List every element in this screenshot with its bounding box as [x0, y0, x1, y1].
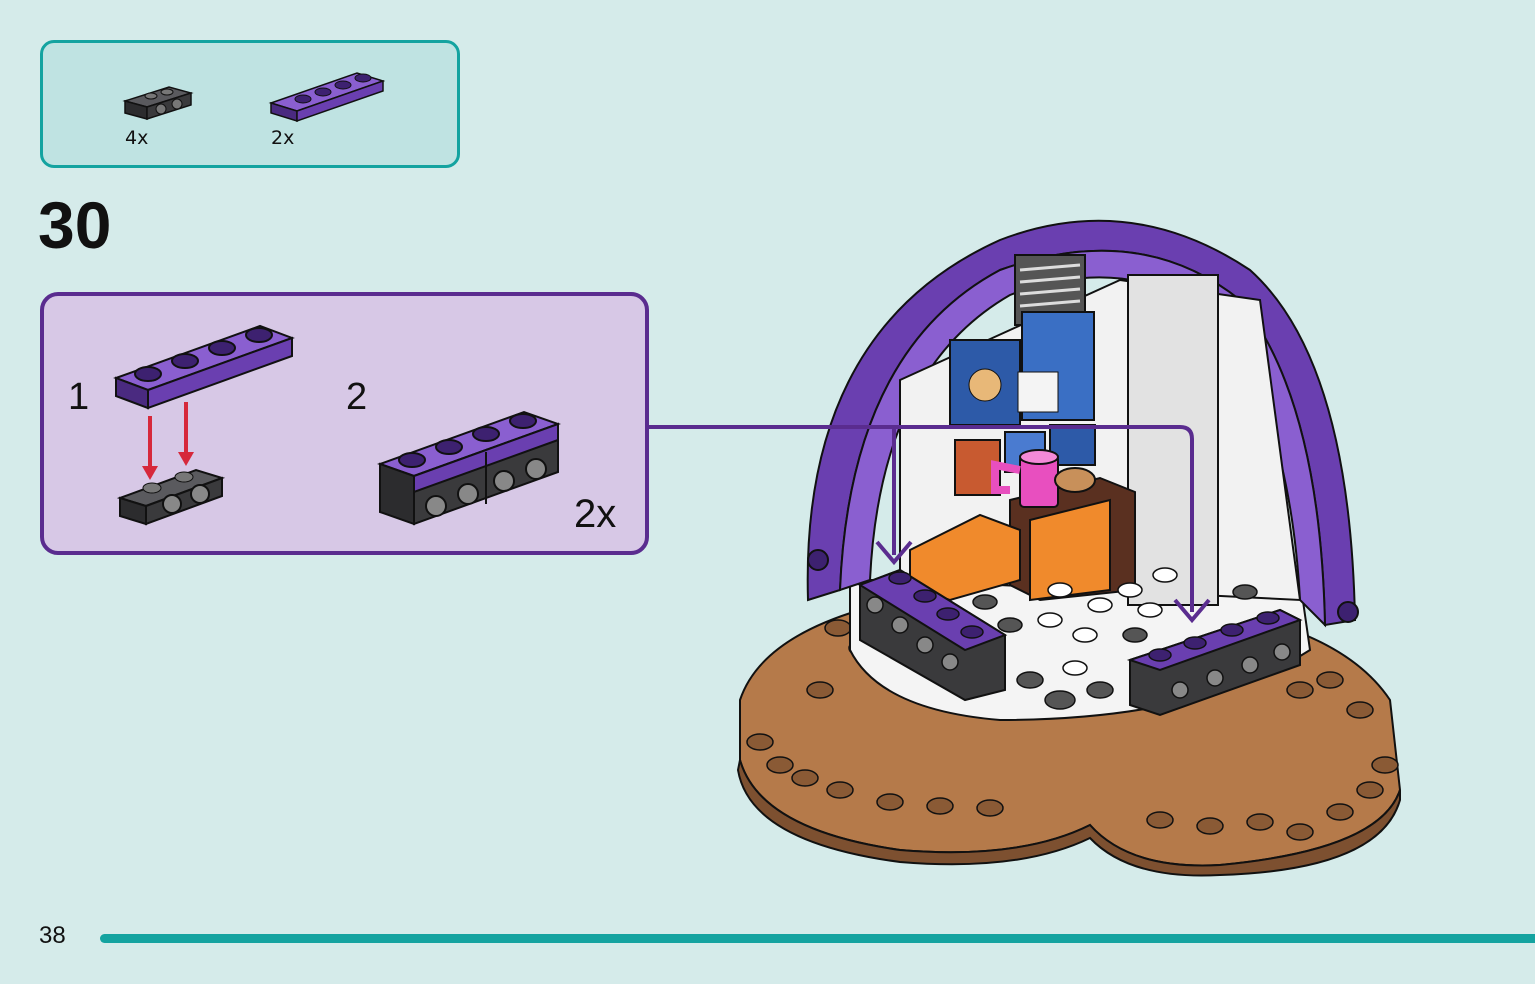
page-number: 38: [39, 922, 66, 949]
step-number: 30: [38, 188, 112, 262]
sub-step-number: 2: [346, 376, 368, 418]
part-purple-plate: 2x: [267, 65, 385, 149]
part-quantity: 2x: [271, 127, 295, 149]
parts-list-box: 4x 2x: [40, 40, 460, 168]
purple-plate-icon: [268, 72, 385, 123]
sub-step-number: 1: [68, 376, 90, 418]
black-bracket-icon: [122, 86, 194, 121]
sub-assembly-callout: 1 2 2x: [40, 292, 649, 555]
sub-assembly-multiplier: 2x: [574, 492, 617, 536]
page-progress-bar: [100, 934, 1535, 943]
sub-step-1-illustration: [113, 324, 295, 526]
sub-step-2-illustration: [377, 410, 561, 526]
part-quantity: 4x: [125, 127, 149, 149]
part-black-bracket: 4x: [121, 79, 195, 149]
